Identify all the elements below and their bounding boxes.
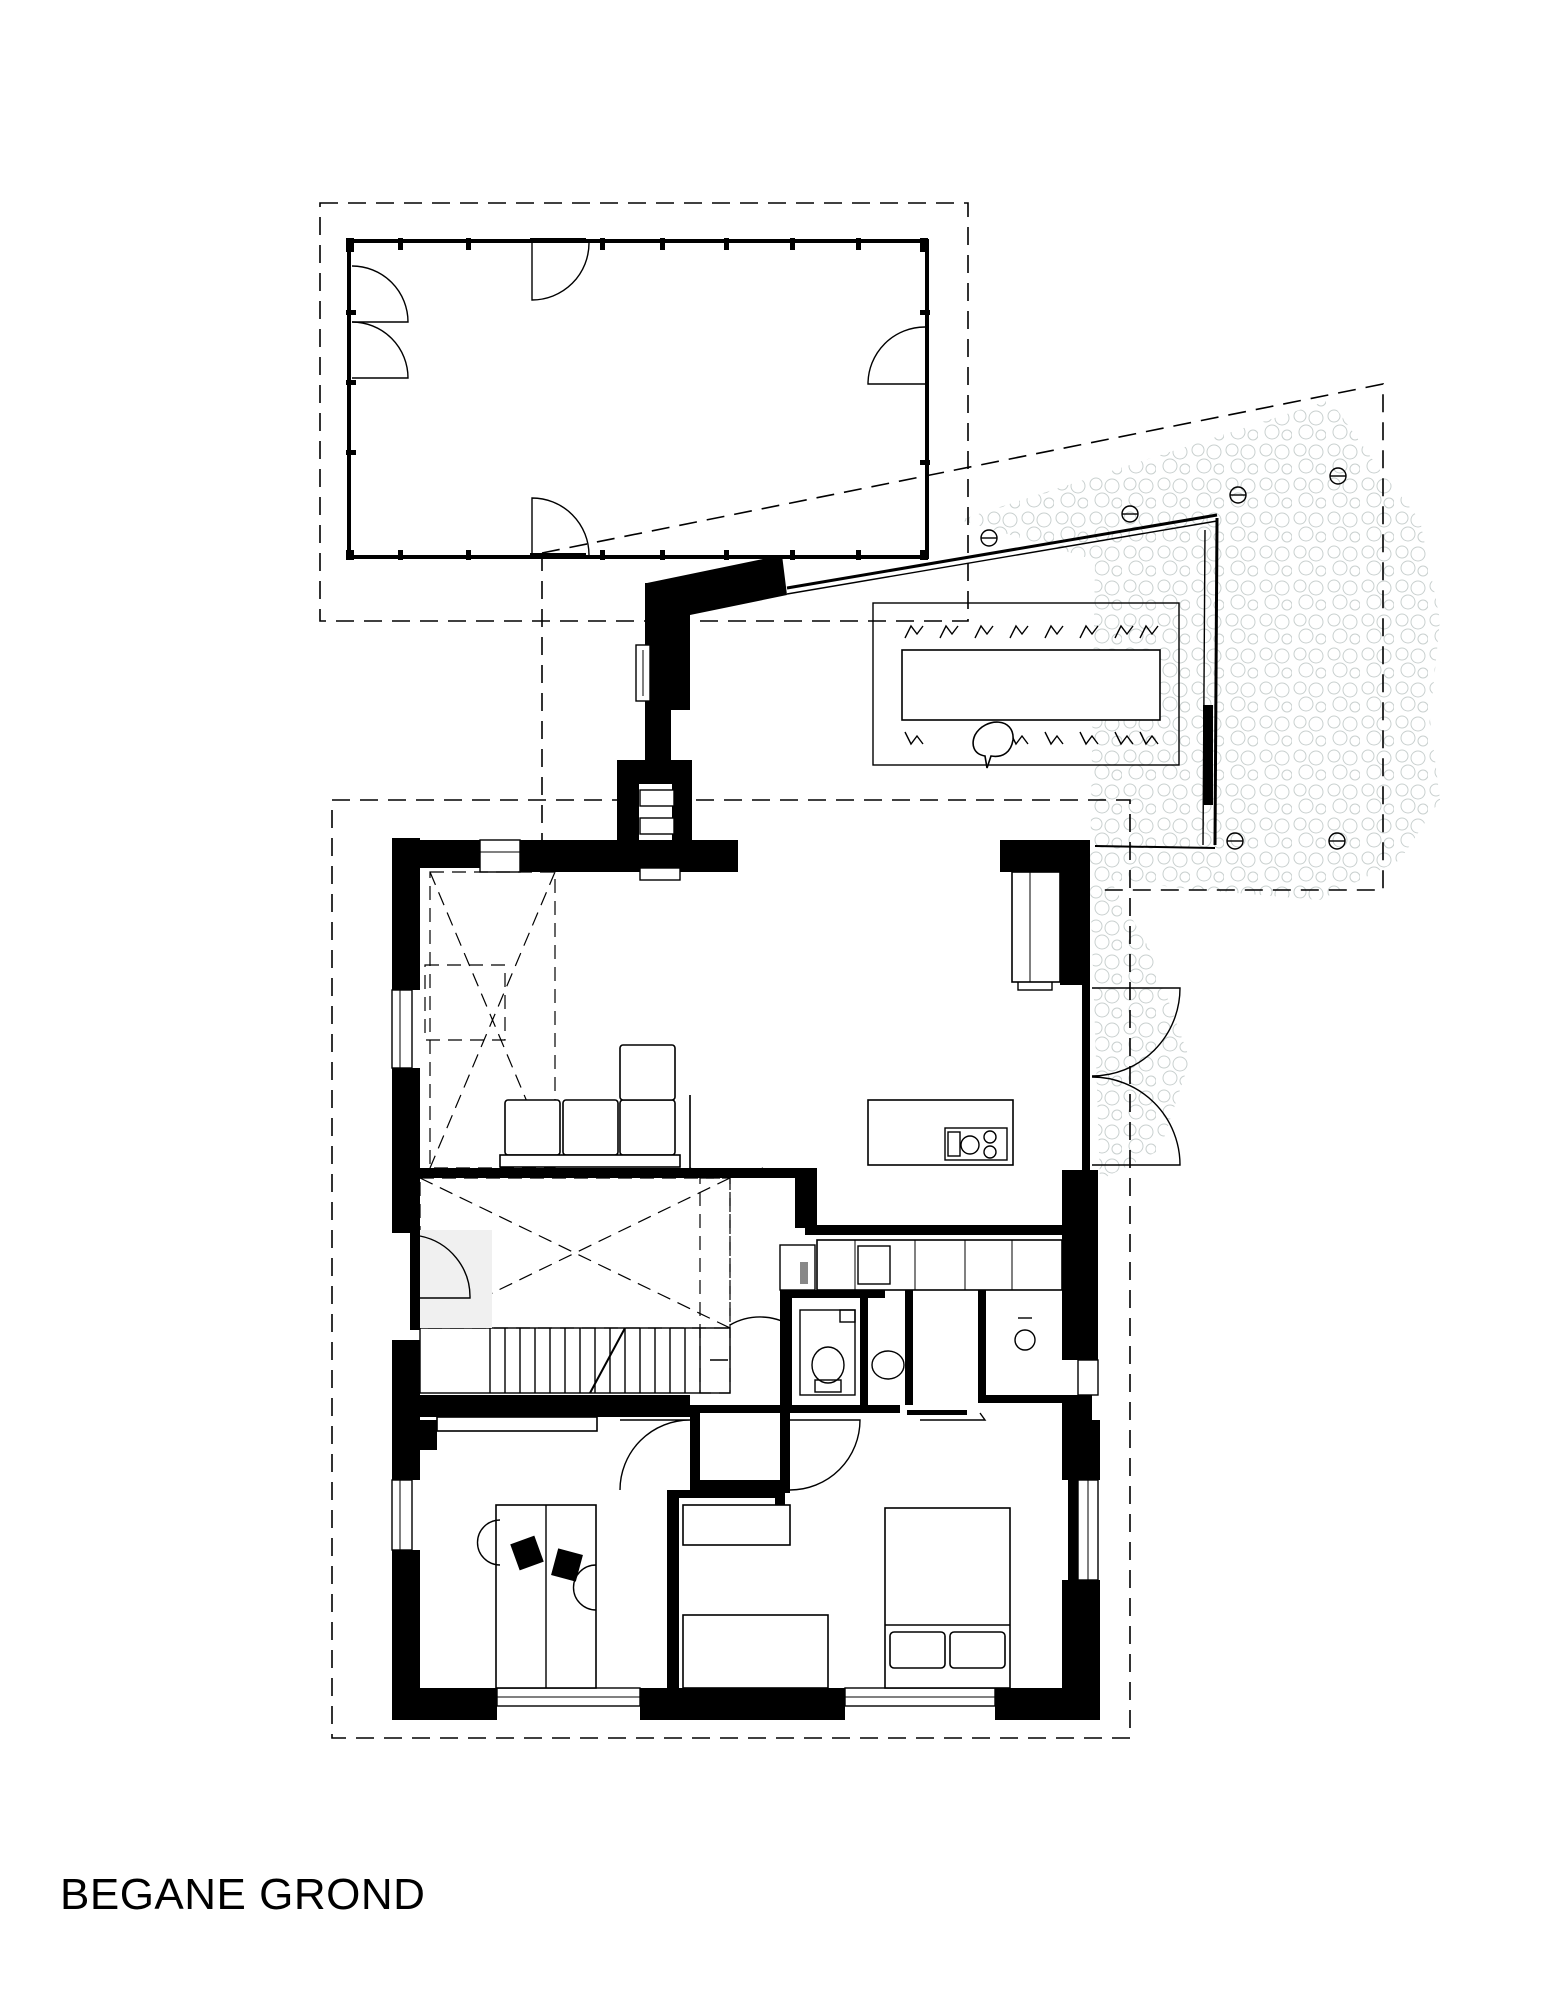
shed-roof-outline [319, 202, 969, 622]
corridor-cabinet [436, 1416, 598, 1432]
living-glass-doors [1082, 985, 1181, 1170]
kitchen-island [867, 1099, 1014, 1166]
terrace-rug [872, 602, 1180, 766]
terrace-plant [972, 721, 1014, 769]
terrace-chairs [904, 624, 1159, 746]
kitchen-counter [779, 1239, 1063, 1291]
living-bench [1011, 871, 1061, 983]
sofa [499, 1044, 681, 1168]
drawing-title: BEGANE GROND [60, 1870, 426, 1919]
shed [346, 238, 930, 560]
terrace-table [901, 649, 1161, 721]
staircase [419, 1327, 731, 1394]
bedroom-furniture [682, 1504, 1011, 1689]
study-furniture [476, 1504, 597, 1689]
house-walls [392, 838, 1100, 1720]
interior-doors [619, 1095, 987, 1491]
interior-walls [420, 1168, 1075, 1690]
terrace-glazing [786, 467, 1347, 850]
gravel-terrace [960, 400, 1440, 1180]
connection-wall [617, 555, 787, 840]
entrance-door [410, 1230, 492, 1330]
terrace-roof-outline [541, 383, 1384, 891]
bathroom-fixtures [799, 1309, 1036, 1396]
house-roof-outline [331, 799, 1131, 1739]
